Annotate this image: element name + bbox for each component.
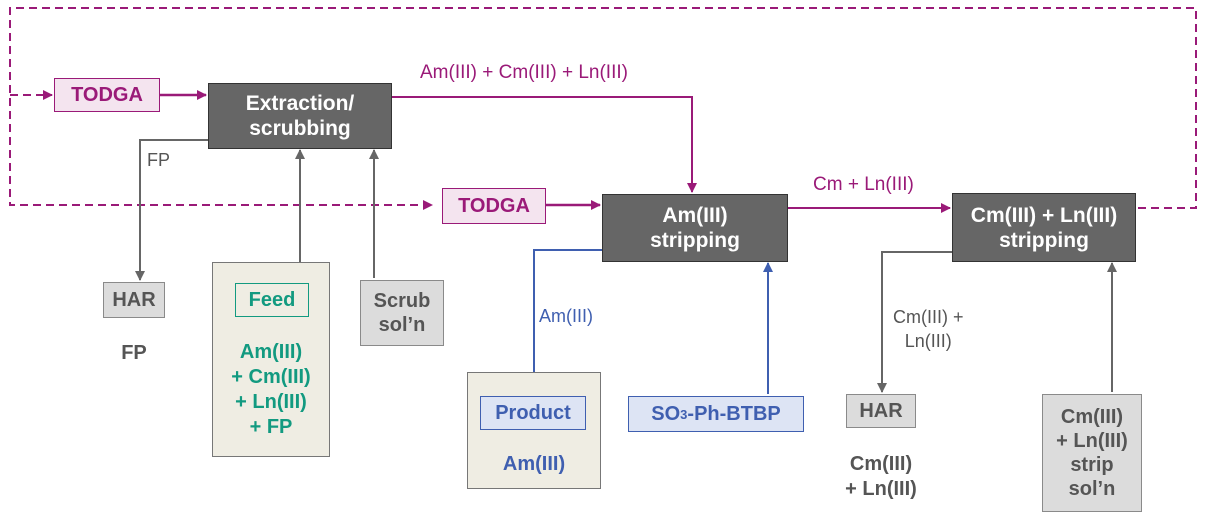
- btbp-prefix: SO: [651, 402, 681, 425]
- feed-box: Feed: [235, 283, 309, 317]
- cm-ln-stripping-box: Cm(III) + Ln(III) stripping: [952, 193, 1136, 262]
- cm-ln-aqueous-flow-label: Cm(III) + Ln(III): [893, 307, 964, 351]
- feed-contents-label: Am(III) + Cm(III) + Ln(III) + FP: [231, 341, 311, 438]
- har-fp-label: FP: [121, 342, 147, 364]
- fp-flow-label: FP: [147, 150, 171, 170]
- todga-input-box-1: TODGA: [54, 78, 160, 112]
- am-flow-label: Am(III): [539, 306, 593, 326]
- product-contents-label: Am(III): [502, 453, 566, 475]
- extraction-to-har-line: [135, 139, 208, 281]
- extraction-scrubbing-box: Extraction/ scrubbing: [208, 83, 392, 149]
- feed-panel: [212, 262, 330, 457]
- am-cm-ln-flow-label: Am(III) + Cm(III) + Ln(III): [420, 62, 628, 83]
- btbp-subscript: 3: [680, 406, 688, 422]
- scrub-solution-box: Scrub sol’n: [360, 280, 444, 346]
- cm-stripping-to-har-line: [877, 251, 952, 393]
- am-stripping-to-product-line: [529, 249, 602, 395]
- btbp-suffix: -Ph-BTBP: [687, 402, 781, 425]
- cm-ln-flow-label: Cm + Ln(III): [813, 174, 914, 195]
- todga-input-box-2: TODGA: [442, 188, 546, 224]
- cm-ln-strip-solution-box: Cm(III) + Ln(III) strip sol’n: [1042, 394, 1142, 512]
- recycle-loop-line: [9, 7, 1197, 210]
- extraction-to-am-stripping-line: [392, 96, 697, 193]
- har-box-2: HAR: [846, 394, 916, 428]
- product-box: Product: [480, 396, 586, 430]
- product-panel: [467, 372, 601, 489]
- har-box-1: HAR: [103, 282, 165, 318]
- am-stripping-box: Am(III) stripping: [602, 194, 788, 262]
- har-cm-ln-label: Cm(III) + Ln(III): [845, 453, 917, 500]
